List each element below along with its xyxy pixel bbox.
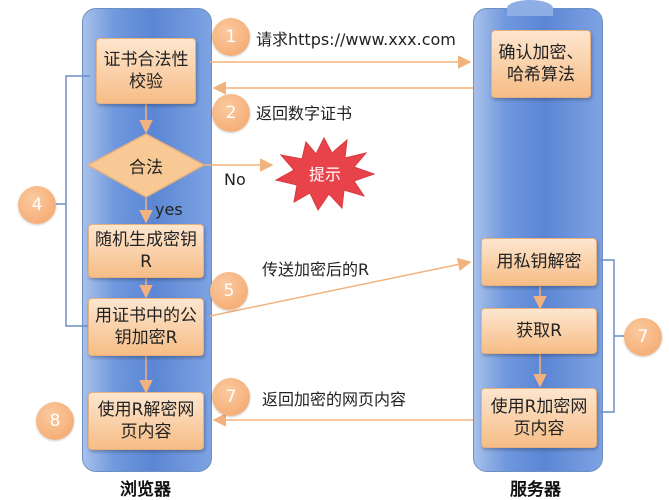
decision-diamond — [86, 133, 206, 198]
encrypt-page-box: 使用R加密网页内容 — [481, 388, 597, 448]
confirm-algorithm-box: 确认加密、哈希算法 — [491, 30, 591, 98]
step-circle-4: 4 — [18, 186, 56, 224]
arrow-send-r — [209, 257, 472, 317]
step-circle-7-return: 7 — [212, 378, 250, 416]
browser-lane-label: 浏览器 — [120, 480, 171, 500]
decrypt-page-box: 使用R解密网页内容 — [88, 392, 204, 450]
decision-label: 合法 — [129, 157, 163, 178]
server-lane-label: 服务器 — [510, 480, 561, 500]
private-key-decrypt-box: 用私钥解密 — [481, 238, 597, 286]
step-text-7: 返回加密的网页内容 — [262, 390, 407, 409]
alert-text: 提示 — [308, 165, 341, 184]
step-text-2: 返回数字证书 — [256, 104, 353, 123]
yes-label: yes — [155, 200, 183, 219]
step-circle-7-server: 7 — [624, 318, 662, 356]
verify-certificate-box: 证书合法性校验 — [96, 38, 196, 104]
step-circle-1: 1 — [212, 18, 250, 56]
step-circle-5: 5 — [210, 272, 248, 310]
get-key-box: 获取R — [481, 308, 597, 354]
server-lane-cap — [507, 0, 553, 16]
generate-key-box: 随机生成密钥R — [88, 224, 204, 278]
step-text-5: 传送加密后的R — [262, 260, 370, 279]
no-label: No — [224, 170, 246, 189]
step-circle-8: 8 — [36, 402, 74, 440]
step-text-1: 请求https://www.xxx.com — [256, 30, 456, 49]
alert-starburst — [274, 136, 376, 212]
encrypt-key-box: 用证书中的公钥加密R — [88, 298, 204, 356]
step-circle-2: 2 — [212, 94, 250, 132]
